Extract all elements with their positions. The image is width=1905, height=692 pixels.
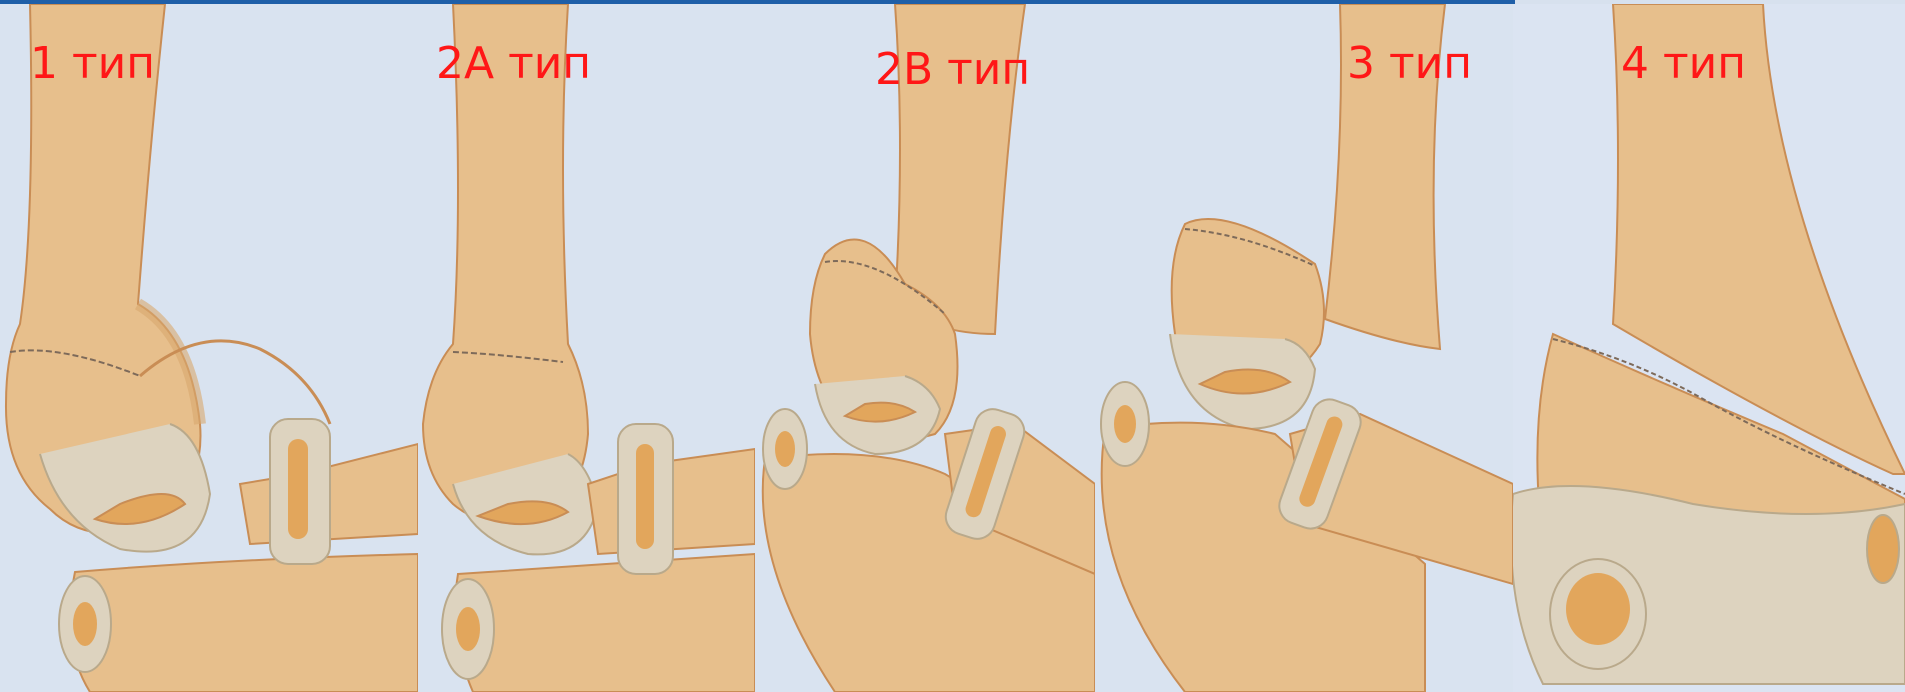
- type-3-label: 3 тип: [1347, 38, 1472, 89]
- type-2b-label: 2В тип: [875, 44, 1030, 95]
- type-4-label: 4 тип: [1621, 38, 1746, 89]
- type-3-panel: 3 тип: [1095, 4, 1513, 692]
- type-4-illustration: 4 тип: [1513, 4, 1905, 692]
- type-4-panel: 4 тип: [1513, 4, 1905, 692]
- type-2a-panel: 2А тип: [418, 4, 755, 692]
- type-2a-label: 2А тип: [436, 38, 591, 89]
- type-1-label: 1 тип: [30, 38, 155, 89]
- type-2b-illustration: 2В тип: [755, 4, 1095, 692]
- type-2a-illustration: 2А тип: [418, 4, 755, 692]
- type-1-illustration: 1 тип: [0, 4, 418, 692]
- fracture-types-row: 1 тип 2А тип: [0, 4, 1905, 692]
- type-1-panel: 1 тип: [0, 4, 418, 692]
- type-2b-panel: 2В тип: [755, 4, 1095, 692]
- type-3-illustration: 3 тип: [1095, 4, 1513, 692]
